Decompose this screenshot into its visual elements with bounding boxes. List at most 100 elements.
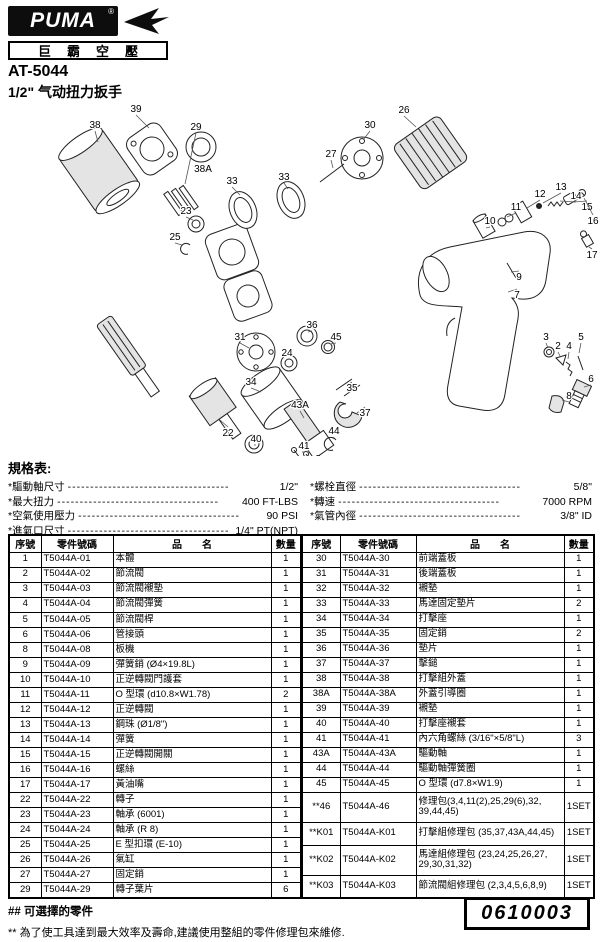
part-no: 40 — [301, 716, 341, 733]
part-no: 31 — [301, 566, 341, 583]
diagram-callout-38A: 38A — [194, 164, 212, 175]
callout-leader-line — [135, 114, 150, 129]
callout-leader-line — [345, 381, 353, 387]
specs-right-column: *螺栓直徑-----------------------------------… — [310, 480, 592, 538]
document-number: 0610003 — [464, 897, 590, 930]
spec-value: 7000 RPM — [542, 495, 592, 508]
callout-leader-line — [185, 216, 194, 221]
callout-leader-line — [510, 270, 520, 273]
spec-label: *最大扭力 — [8, 495, 55, 508]
part-code: T5044A-14 — [40, 731, 114, 748]
product-title: 1/2" 气动扭力扳手 — [8, 84, 122, 100]
part-no: 1 — [8, 551, 42, 568]
diagram-callout-26: 26 — [398, 105, 410, 116]
part-no: 12 — [8, 701, 42, 718]
part-name: 馬達組修理包 (23,24,25,26,27, 29,30,31,32) — [415, 844, 565, 876]
callout-leader-line — [362, 130, 371, 141]
brand-subtitle: 巨霸空壓 — [37, 44, 154, 59]
part-name: O 型環 (d7.8×W1.9) — [415, 776, 565, 793]
part-no: 32 — [301, 581, 341, 598]
part-no: 13 — [8, 716, 42, 733]
part-code: T5044A-26 — [40, 852, 114, 869]
part-qty: 1 — [270, 566, 302, 583]
part-code: T5044A-09 — [40, 656, 114, 673]
part-no: 8 — [8, 641, 42, 658]
part-no: 38A — [301, 686, 341, 703]
part-code: T5044A-06 — [40, 626, 114, 643]
diagram-callout-3: 3 — [543, 332, 549, 343]
diagram-callout-37: 37 — [359, 408, 371, 419]
part-name: 外蓋引導圈 — [415, 686, 565, 703]
callout-leader-line — [588, 246, 593, 250]
part-code: T5044A-43A — [339, 746, 417, 763]
part-no: 27 — [8, 867, 42, 884]
spec-value: 90 PSI — [266, 510, 298, 522]
part-code: T5044A-38A — [339, 686, 417, 703]
part-name: 擊鎚 — [415, 656, 565, 673]
part-name: 軸承 (6001) — [112, 807, 272, 824]
part-no: 24 — [8, 822, 42, 839]
part-no: 29 — [8, 882, 42, 899]
part-name: 馬達固定墊片 — [415, 596, 565, 613]
part-code: T5044A-04 — [40, 596, 114, 613]
part-no: 26 — [8, 852, 42, 869]
part-qty: 1 — [270, 837, 302, 854]
part-qty: 1 — [563, 551, 595, 568]
spec-label: *空氣使用壓力 — [8, 510, 76, 522]
part-no: 43A — [301, 746, 341, 763]
col-header-name: 品 名 — [112, 534, 272, 553]
part-qty: 1 — [563, 716, 595, 733]
callout-leader-line — [219, 419, 229, 428]
part-no: **46 — [301, 791, 341, 823]
diagram-callout-10: 10 — [484, 216, 496, 227]
spec-label: *驅動軸尺寸 — [8, 481, 65, 493]
callout-leader-line — [506, 212, 517, 218]
part-code: T5044A-36 — [339, 641, 417, 658]
part-qty: 1 — [270, 701, 302, 718]
part-name: 修理包(3,4,11(2),25,29(6),32, 39,44,45) — [415, 791, 565, 823]
part-name: 襯墊 — [415, 701, 565, 718]
registered-mark-icon: ® — [108, 7, 115, 16]
part-name: 打擊組修理包 (35,37,43A,44,45) — [415, 821, 565, 846]
parts-header-row: 序號 零件號碼 品 名 數量 — [8, 534, 302, 553]
part-no: 36 — [301, 641, 341, 658]
diagram-callout-41: 41 — [298, 441, 310, 452]
diagram-callout-4: 4 — [566, 341, 572, 352]
part-name: 固定銷 — [112, 867, 272, 884]
part-code: T5044A-31 — [339, 566, 417, 583]
part-qty: 2 — [563, 596, 595, 613]
part-no: 30 — [301, 551, 341, 568]
part-qty: 1 — [270, 746, 302, 763]
part-qty: 2 — [270, 686, 302, 703]
col-header-no: 序號 — [8, 534, 42, 553]
part-code: T5044A-03 — [40, 581, 114, 598]
part-no: 5 — [8, 611, 42, 628]
callout-leader-line — [507, 288, 518, 293]
diagram-callout-34: 34 — [245, 377, 257, 388]
col-header-name: 品 名 — [415, 534, 565, 553]
part-code: T5044A-34 — [339, 611, 417, 628]
part-code: T5044A-39 — [339, 701, 417, 718]
puma-swoosh-icon — [124, 8, 169, 34]
callout-leader-line — [583, 197, 594, 216]
brand-logo: PUMA ® — [8, 6, 171, 36]
part-name: 板機 — [112, 641, 272, 658]
diagram-callout-13: 13 — [555, 182, 567, 193]
part-qty: 1 — [270, 822, 302, 839]
part-name: 打擊座 — [415, 611, 565, 628]
diagram-callout-27: 27 — [325, 149, 337, 160]
spec-value: 1/4" PT(NPT) — [235, 524, 298, 537]
callout-leader-line — [557, 351, 561, 357]
spec-dashes: ------------------------------------ — [359, 510, 521, 522]
diagram-callout-2: 2 — [555, 341, 561, 352]
